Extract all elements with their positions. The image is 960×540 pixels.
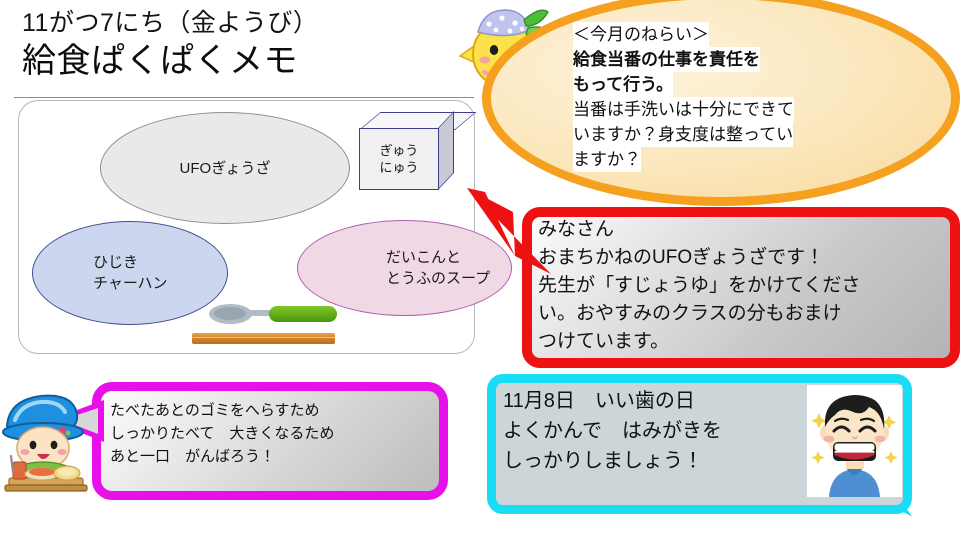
menu-item-gyoza: UFOぎょうざ: [100, 112, 350, 224]
monthly-goal-text: ＜今月のねらい＞ 給食当番の仕事を責任を もって行う。 当番は手洗いは十分にでき…: [573, 22, 903, 172]
date-line: 11がつ7にち（金ようび）: [22, 9, 319, 37]
menu-item-hijiki-chahan-label: ひじきチャーハン: [33, 252, 227, 294]
cook-character-icon: [1, 386, 93, 494]
page-title: 給食ぱくぱくメモ: [22, 42, 298, 80]
menu-item-soup-line1: だいこんと: [386, 249, 462, 266]
monthly-goal-ellipse: [482, 0, 960, 206]
menu-item-daikon-tofu-soup-label: だいこんととうふのスープ: [298, 247, 511, 289]
red-bubble-line-3: 先生が「すじょうゆ」をかけてくださ: [538, 275, 861, 296]
menu-item-hijiki-chahan: ひじきチャーハン: [32, 221, 228, 325]
red-bubble-line-1: みなさん: [538, 219, 615, 240]
menu-item-milk-box: ぎゅうにゅう: [359, 110, 477, 192]
menu-item-gyoza-label: UFOぎょうざ: [179, 159, 271, 177]
menu-item-daikon-tofu-soup: だいこんととうふのスープ: [297, 220, 512, 316]
monthly-goal-line-2: もって行う。: [573, 72, 674, 97]
spoon-bowl-inner: [214, 307, 246, 320]
red-speech-bubble-tail: [455, 182, 565, 292]
cyan-box-line-3: しっかりしましょう！: [503, 450, 703, 472]
monthly-goal-line-3: 当番は手洗いは十分にできて: [573, 97, 794, 122]
menu-item-hijiki-chahan-line2: チャーハン: [93, 275, 168, 292]
menu-item-soup-line2: とうふのスープ: [386, 270, 491, 287]
magenta-speech-bubble-text: たべたあとのゴミをへらすため しっかりたべて 大きくなるため あと一口 がんばろ…: [110, 399, 440, 468]
cyan-box-line-1: 11月8日 いい歯の日: [503, 390, 695, 412]
menu-item-milk-line2: にゅう: [379, 160, 419, 175]
magenta-bubble-line-3: あと一口 がんばろう！: [110, 448, 276, 465]
cyan-box-line-2: よくかんで はみがきを: [503, 420, 722, 442]
menu-item-milk-line1: ぎゅう: [379, 143, 419, 158]
spoon-icon: [209, 303, 337, 325]
monthly-goal-line-1: 給食当番の仕事を責任を: [573, 47, 760, 72]
magenta-speech-bubble: [92, 382, 448, 500]
red-bubble-line-4: い。おやすみのクラスの分もおまけ: [538, 303, 842, 324]
cyan-info-box-text: 11月8日 いい歯の日 よくかんで はみがきを しっかりしましょう！: [503, 386, 803, 476]
magenta-bubble-line-2: しっかりたべて 大きくなるため: [110, 425, 335, 442]
red-speech-bubble: [522, 207, 960, 368]
menu-item-hijiki-chahan-line1: ひじき: [93, 254, 139, 271]
title-underline-divider: [14, 97, 474, 98]
smiling-boy-teeth-icon: [807, 385, 902, 497]
menu-item-milk-label: ぎゅうにゅう: [379, 142, 418, 176]
red-bubble-line-2: おまちかねのUFOぎょうざです！: [538, 247, 825, 268]
monthly-goal-line-4: いますか？身支度は整ってい: [573, 122, 794, 147]
monthly-goal-heading: ＜今月のねらい＞: [573, 22, 709, 47]
page-title-block: 11がつ7にち（金ようび） 給食ぱくぱくメモ: [22, 6, 482, 82]
red-speech-bubble-text: みなさん おまちかねのUFOぎょうざです！ 先生が「すじょうゆ」をかけてくださ …: [538, 216, 950, 356]
spoon-handle: [269, 306, 337, 322]
red-bubble-line-5: つけています。: [538, 331, 670, 352]
milk-box-front-face: ぎゅうにゅう: [359, 128, 439, 190]
monthly-goal-line-5: ますか？: [573, 147, 641, 172]
magenta-bubble-line-1: たべたあとのゴミをへらすため: [110, 402, 320, 419]
chopsticks-icon: [192, 333, 335, 344]
spoon-neck: [247, 310, 275, 316]
